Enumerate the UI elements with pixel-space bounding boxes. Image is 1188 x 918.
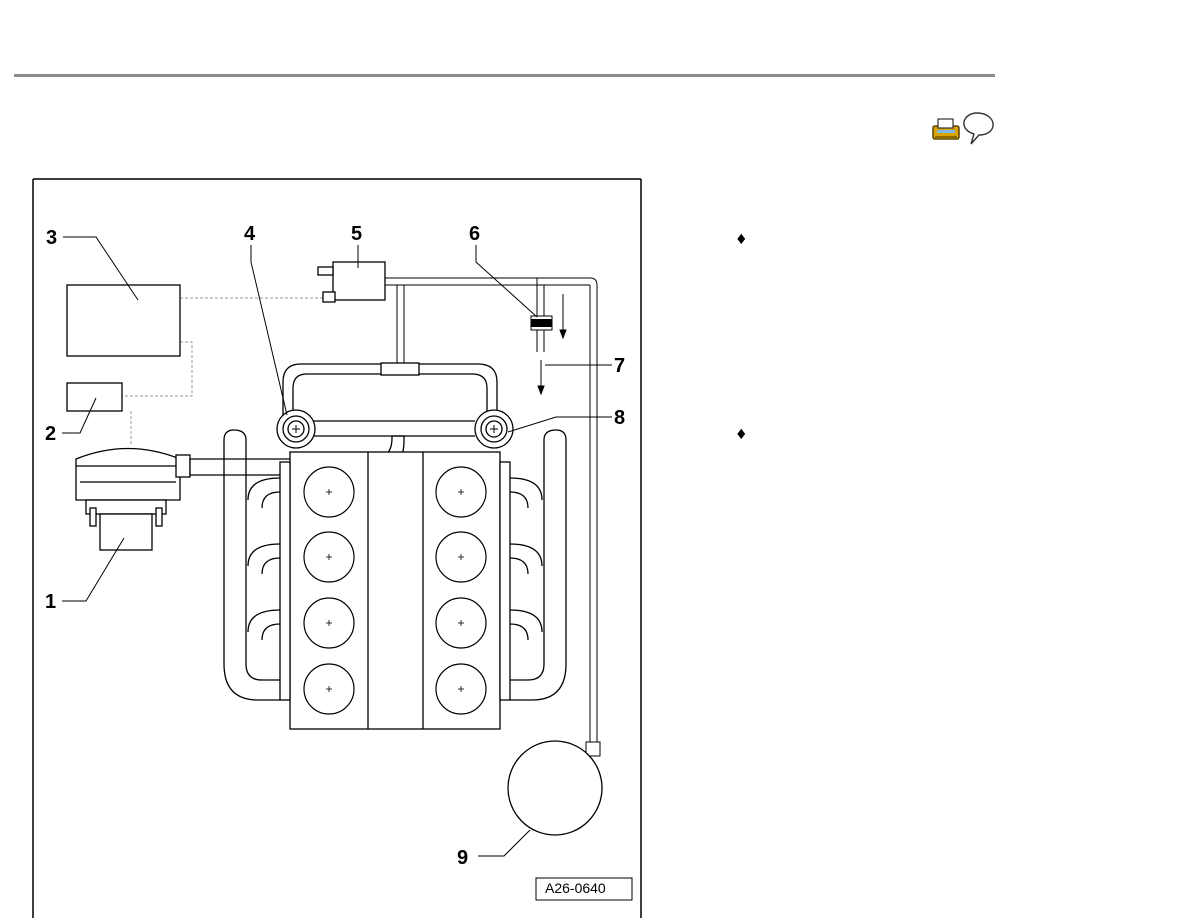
component-6-check-valve	[530, 315, 553, 352]
component-5-valve	[317, 261, 386, 303]
component-4-combi-valve	[276, 409, 316, 449]
bullet-marker-2: ♦	[735, 427, 748, 443]
exhaust-manifold-right	[509, 429, 567, 701]
callout-3: 3	[46, 227, 57, 249]
electrical-connections	[122, 297, 326, 445]
component-9-vacuum-reservoir	[507, 740, 603, 836]
speech-bubble-icon[interactable]	[963, 112, 994, 145]
callout-7: 7	[614, 355, 625, 377]
figure-frame	[32, 178, 642, 918]
header-divider	[14, 74, 995, 77]
component-2-relay	[66, 382, 123, 412]
toolbar-icons	[932, 112, 994, 145]
callout-1: 1	[45, 591, 56, 613]
vacuum-lines	[385, 277, 601, 757]
callout-leaders	[62, 236, 612, 857]
flow-arrows	[537, 294, 567, 396]
print-icon[interactable]	[932, 118, 960, 140]
component-8-combi-valve	[474, 409, 514, 449]
bullet-marker-1: ♦	[735, 232, 748, 248]
callout-8: 8	[614, 407, 625, 429]
exhaust-manifold-left	[223, 429, 281, 701]
figure-code-box	[535, 877, 633, 901]
cylinder-centers	[326, 489, 464, 692]
engine-secondary-air-diagram: 3 2 1 4 5 6 7 8 9 A26-0640	[32, 178, 642, 918]
callout-4: 4	[244, 223, 256, 245]
callout-5: 5	[351, 223, 362, 245]
callout-2: 2	[45, 423, 56, 445]
callout-9: 9	[457, 847, 468, 869]
callout-6: 6	[469, 223, 480, 245]
component-1-air-pump	[75, 447, 191, 551]
component-3-control-unit	[66, 284, 181, 357]
figure-code: A26-0640	[545, 880, 606, 896]
secondary-air-loop	[282, 362, 498, 437]
diagram-figure: 3 2 1 4 5 6 7 8 9 A26-0640	[32, 178, 642, 918]
